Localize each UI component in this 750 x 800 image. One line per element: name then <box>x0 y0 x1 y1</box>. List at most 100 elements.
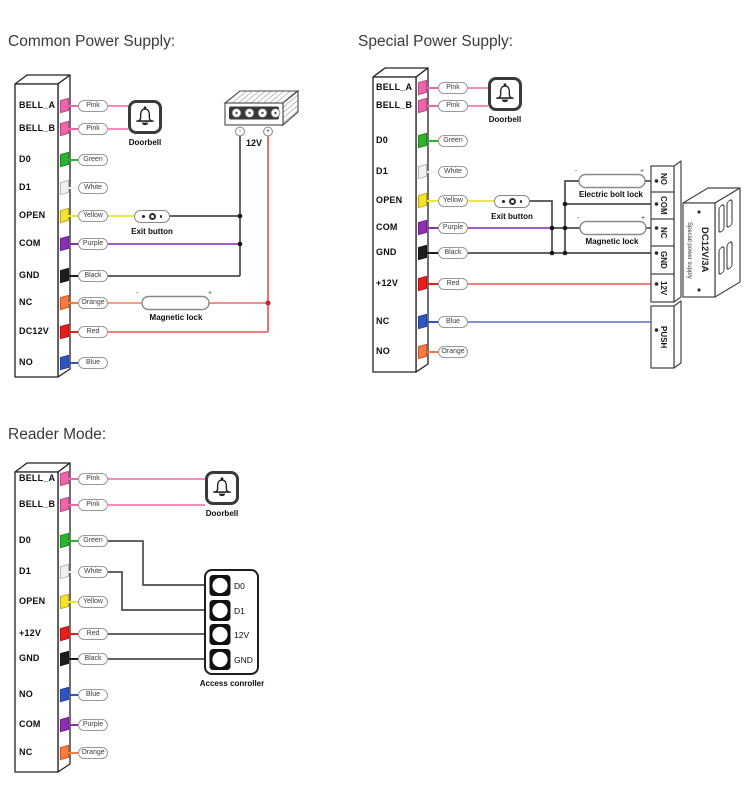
wire-stub <box>427 105 439 107</box>
electric-bolt-lock-label: Electric bolt lock <box>578 190 644 199</box>
wire-stub <box>68 540 79 542</box>
wire-color-pill: Orange <box>78 747 108 759</box>
wire-stub <box>427 283 439 285</box>
doorbell-label: Doorbell <box>205 509 239 518</box>
pin-color-swatch <box>418 192 427 209</box>
wire-color-pill: White <box>78 566 108 578</box>
exit-button-dot <box>502 200 505 203</box>
wire-color-pill: Blue <box>78 689 108 701</box>
wire-color-pill: Yellow <box>78 210 108 222</box>
exit-button-dot <box>519 200 522 203</box>
bell-glyph <box>213 477 231 497</box>
wire-stub <box>68 571 79 573</box>
pin-label: COM <box>19 719 41 729</box>
wire-stub <box>427 140 439 142</box>
wire-stub <box>68 724 79 726</box>
pin-label: GND <box>376 247 397 257</box>
polarity-minus: - <box>576 215 580 222</box>
wire-stub <box>68 215 79 217</box>
wire-color-pill: Green <box>438 135 468 147</box>
exit-button-icon <box>494 195 530 208</box>
psu-minus-terminal: - <box>238 128 242 135</box>
pin-label: BELL_B <box>19 123 56 133</box>
wire-color-pill: White <box>78 182 108 194</box>
exit-button-ring <box>508 198 516 205</box>
strip-terminal-com: COM <box>659 196 668 215</box>
psu-name-label: Special power supply <box>686 221 692 279</box>
pin-label: NC <box>19 747 33 757</box>
special-magnetic-lock-shape <box>579 220 647 236</box>
wire-color-pill: Pink <box>78 123 108 135</box>
common-magnetic-lock-shape <box>141 295 210 311</box>
special-psu-box <box>682 187 741 298</box>
pin-label: +12V <box>19 628 42 638</box>
pin-label: OPEN <box>19 596 46 606</box>
exit-button-icon <box>134 210 170 223</box>
controller-pin-12v: 12V <box>234 630 250 640</box>
special-terminal-strip-screws <box>654 179 659 332</box>
pin-label: NC <box>19 297 33 307</box>
wire-stub <box>68 302 79 304</box>
wire-stub <box>68 504 79 506</box>
polarity-minus: - <box>135 290 139 297</box>
polarity-minus: - <box>574 168 578 175</box>
common-junction-dots <box>237 213 271 306</box>
pin-label: OPEN <box>376 195 403 205</box>
wire-color-pill: Green <box>78 154 108 166</box>
pin-label: COM <box>19 238 41 248</box>
wire-color-pill: Purple <box>78 238 108 250</box>
pin-label: BELL_A <box>19 100 56 110</box>
wire-stub <box>427 171 439 173</box>
doorbell-icon <box>488 77 522 111</box>
reader-wires <box>108 478 205 660</box>
wire-stub <box>68 105 79 107</box>
wire-stub <box>68 331 79 333</box>
pin-color-swatch <box>418 219 427 236</box>
pin-label: COM <box>376 222 398 232</box>
wire-stub <box>68 658 79 660</box>
wire-color-pill: Pink <box>438 82 468 94</box>
special-terminal-strip <box>650 160 682 369</box>
wire-color-pill: Black <box>438 247 468 259</box>
pin-label: NO <box>19 689 33 699</box>
pin-label: D1 <box>19 182 31 192</box>
pin-color-swatch <box>418 343 427 360</box>
controller-pin-gnd: GND <box>234 655 253 665</box>
psu-plus-terminal: + <box>265 128 271 135</box>
strip-terminal-nc: NC <box>659 226 668 239</box>
wire-stub <box>68 478 79 480</box>
exit-button-dot <box>159 215 162 218</box>
reader-access-controller-shape <box>204 569 259 675</box>
wire-stub <box>68 633 79 635</box>
section-title-special: Special Power Supply: <box>358 33 514 50</box>
common-psu-12v <box>223 89 300 137</box>
wire-color-pill: Red <box>78 326 108 338</box>
strip-terminal-no: NO <box>659 173 668 185</box>
pin-label: D1 <box>376 166 388 176</box>
strip-terminal-12v: 12V <box>659 280 668 296</box>
doorbell-icon <box>128 100 162 134</box>
wire-color-pill: White <box>438 166 468 178</box>
wire-stub <box>68 752 79 754</box>
exit-button-ring <box>148 213 156 220</box>
wire-stub <box>68 275 79 277</box>
pin-color-swatch <box>418 97 427 114</box>
wire-color-pill: Purple <box>78 719 108 731</box>
polarity-plus: + <box>207 290 213 297</box>
common-wires <box>108 105 269 333</box>
exit-button-dot <box>142 215 145 218</box>
wire-color-pill: Pink <box>78 100 108 112</box>
wire-color-pill: Blue <box>78 357 108 369</box>
pin-label: D0 <box>19 535 31 545</box>
bell-glyph <box>136 106 154 126</box>
pin-color-swatch <box>418 244 427 261</box>
pin-color-swatch <box>418 79 427 96</box>
strip-terminal-gnd: GND <box>659 251 668 269</box>
access-controller-label: Access conroller <box>199 679 265 688</box>
psu-voltage-label: 12V <box>245 138 262 148</box>
psu-model-label: DC12V/3A <box>699 227 710 273</box>
wire-stub <box>68 243 79 245</box>
wire-stub <box>68 128 79 130</box>
wire-color-pill: Yellow <box>78 596 108 608</box>
